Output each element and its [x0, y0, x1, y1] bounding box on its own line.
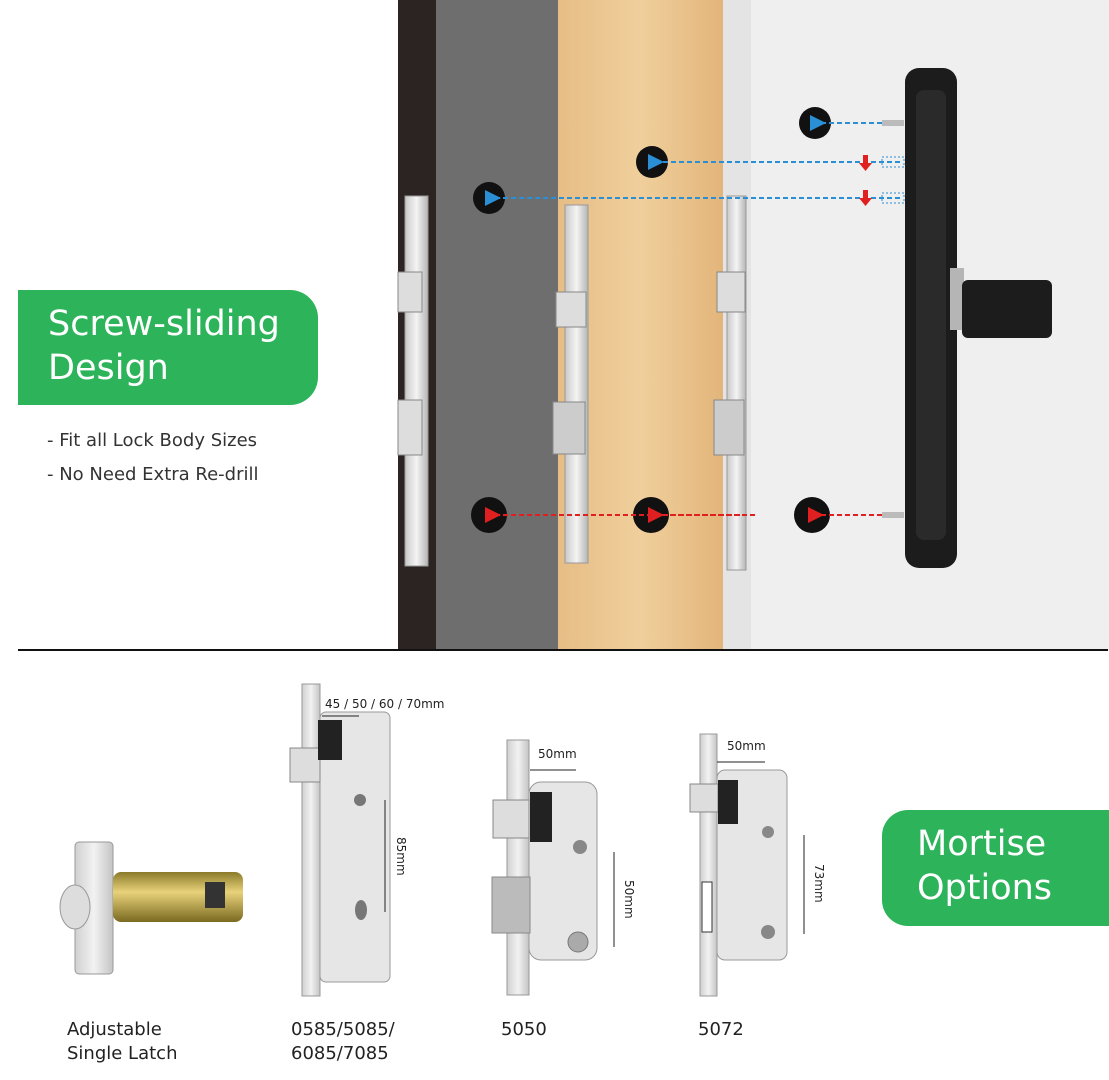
badge-title-line1: Mortise — [917, 824, 1047, 864]
section-divider — [18, 649, 1108, 651]
product-label-latch: Adjustable Single Latch — [67, 1018, 177, 1066]
mortise-body-5050: 50mm 50mm — [491, 739, 636, 996]
product-label-5050: 5050 — [501, 1019, 547, 1040]
blue-arrows — [485, 115, 900, 206]
badge-title-line2: Options — [917, 868, 1053, 908]
badge-title-line2: Design — [48, 348, 169, 388]
lock-plate — [404, 195, 429, 567]
product-label-85: 0585/5085/ 6085/7085 — [291, 1018, 395, 1066]
door-face-gray — [436, 0, 558, 650]
mortise-body-85: 45 / 50 / 60 / 70mm 85mm — [289, 683, 444, 997]
feature-bullet: - No Need Extra Re-drill — [47, 464, 259, 485]
single-latch-image — [59, 841, 243, 975]
badge-title-line1: Screw-sliding — [48, 304, 280, 344]
screw-holes — [471, 107, 831, 533]
product-label-5072: 5072 — [698, 1019, 744, 1040]
mortise-options-badge: Mortise Options — [882, 810, 1109, 926]
door-installation-illustration — [397, 0, 1109, 650]
mortise-products-illustration: 45 / 50 / 60 / 70mm 85mm 50mm 50mm 50mm … — [59, 683, 826, 997]
down-arrow-icons — [859, 155, 872, 206]
mortise-body-5072: 50mm 73mm — [689, 733, 826, 997]
feature-bullet: - Fit all Lock Body Sizes — [47, 430, 258, 451]
dim-width: 50mm — [538, 747, 577, 761]
screw-sliding-badge: Screw-sliding Design — [18, 290, 318, 405]
lock-plate — [564, 204, 589, 564]
label-line: 6085/7085 — [291, 1043, 389, 1064]
handle-knob — [962, 280, 1052, 338]
dim-height: 50mm — [622, 880, 636, 919]
label-line: Adjustable — [67, 1019, 162, 1040]
dim-width: 45 / 50 / 60 / 70mm — [325, 697, 444, 711]
label-line: 0585/5085/ — [291, 1019, 395, 1040]
dim-height: 85mm — [394, 837, 408, 876]
label-line: Single Latch — [67, 1043, 178, 1064]
lock-plate — [726, 195, 747, 571]
dim-height: 73mm — [812, 864, 826, 903]
dim-width: 50mm — [727, 739, 766, 753]
